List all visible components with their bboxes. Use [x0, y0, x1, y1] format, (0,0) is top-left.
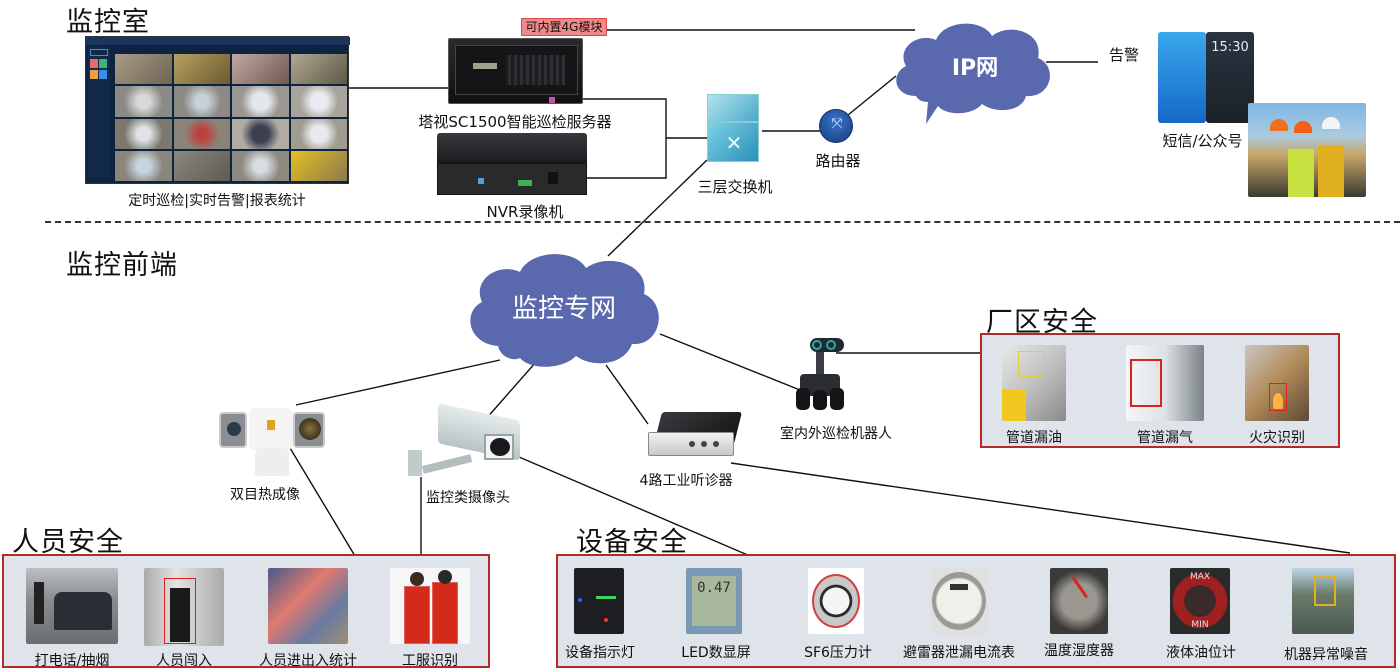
section-title-personnel-safety: 人员安全	[12, 527, 124, 558]
nvr-icon	[437, 133, 587, 195]
section-divider	[45, 221, 1400, 223]
ip-network-cloud	[896, 23, 1050, 124]
equipment-item-label: 机器异常噪音	[1284, 647, 1368, 663]
thumb-led-display: 0.47	[686, 568, 742, 634]
sms-label: 短信/公众号	[1162, 132, 1243, 150]
thumb-gas-leak	[1126, 345, 1204, 421]
cctv-camera-icon	[408, 403, 523, 476]
plant-item-label: 管道漏气	[1137, 430, 1193, 446]
plant-item-label: 管道漏油	[1006, 430, 1062, 446]
ip-cloud-label: IP网	[951, 56, 999, 81]
personnel-item-label: 打电话/抽烟	[34, 653, 110, 669]
thermal-camera-icon	[219, 404, 329, 476]
thumb-oil-level: MAX MIN	[1170, 568, 1230, 634]
equipment-safety-panel: 设备指示灯 0.47 LED数显屏 SF6压力计 避雷器泄漏电流表 温度湿度器 …	[556, 554, 1396, 668]
thumb-fire	[1245, 345, 1309, 421]
equipment-item-label: LED数显屏	[681, 645, 751, 661]
monitoring-network-cloud	[470, 254, 659, 367]
robot-label: 室内外巡检机器人	[780, 426, 892, 442]
thumb-intrusion	[144, 568, 224, 646]
personnel-item-label: 工服识别	[402, 653, 458, 669]
thumb-oil-leak	[1002, 345, 1066, 421]
section-title-equipment-safety: 设备安全	[576, 527, 688, 558]
inspection-robot-icon	[796, 338, 844, 412]
thumb-machine-noise	[1292, 568, 1354, 634]
personnel-safety-panel: 打电话/抽烟 人员闯入 人员进出入统计 工服识别	[2, 554, 490, 669]
router-icon: ⤧	[819, 109, 853, 143]
personnel-item-label: 人员闯入	[156, 653, 212, 669]
thumb-leakage-meter	[930, 568, 988, 634]
router-label: 路由器	[815, 152, 861, 170]
phone-time: 15:30	[1211, 40, 1249, 55]
oil-min-mark: MIN	[1191, 620, 1209, 630]
thermal-label: 双目热成像	[230, 487, 300, 503]
server-icon	[448, 38, 583, 104]
phone-screens-image: 15:30	[1104, 30, 1256, 123]
plant-item-label: 火灾识别	[1249, 430, 1305, 446]
workers-photo	[1248, 103, 1366, 197]
thumb-uniform	[390, 568, 470, 644]
audio-label: 4路工业听诊器	[639, 473, 733, 489]
led-reading: 0.47	[692, 576, 736, 626]
monitoring-platform-screen	[85, 36, 350, 184]
nvr-label: NVR录像机	[486, 203, 564, 221]
oil-max-mark: MAX	[1189, 572, 1211, 582]
personnel-item-label: 人员进出入统计	[259, 653, 357, 669]
equipment-item-label: 设备指示灯	[565, 645, 635, 661]
equipment-item-label: 液体油位计	[1166, 645, 1236, 661]
badge-4g-module: 可内置4G模块	[521, 18, 607, 36]
thumb-phone-smoking	[26, 568, 118, 644]
switch-label: 三层交换机	[697, 178, 773, 196]
equipment-item-label: 避雷器泄漏电流表	[903, 645, 1015, 661]
line-audio-equipment	[730, 462, 1351, 554]
thumb-temp-humidity	[1050, 568, 1108, 634]
thumb-indicator-lights	[574, 568, 624, 634]
layer3-switch-icon: ✕	[707, 94, 762, 164]
section-title-control-room: 监控室	[66, 7, 150, 38]
camera-label: 监控类摄像头	[426, 490, 510, 506]
audio-diagnostic-device-icon	[648, 412, 742, 458]
equipment-item-label: 温度湿度器	[1044, 643, 1114, 659]
monitor-caption: 定时巡检|实时告警|报表统计	[128, 193, 306, 209]
plant-safety-panel: 管道漏油 管道漏气 火灾识别	[980, 333, 1340, 448]
equipment-item-label: SF6压力计	[804, 645, 872, 661]
section-title-front-end: 监控前端	[66, 250, 178, 281]
line-switch-net	[607, 159, 708, 257]
alarm-label: 告警	[1108, 46, 1139, 64]
line-net-audio	[605, 364, 649, 425]
thumb-people-counting	[268, 568, 348, 644]
server-label: 塔视SC1500智能巡检服务器	[418, 113, 612, 131]
thumb-sf6-gauge	[808, 568, 864, 634]
network-cloud-label: 监控专网	[511, 294, 616, 324]
section-title-plant-safety: 厂区安全	[986, 307, 1098, 338]
line-net-robot	[659, 333, 801, 391]
